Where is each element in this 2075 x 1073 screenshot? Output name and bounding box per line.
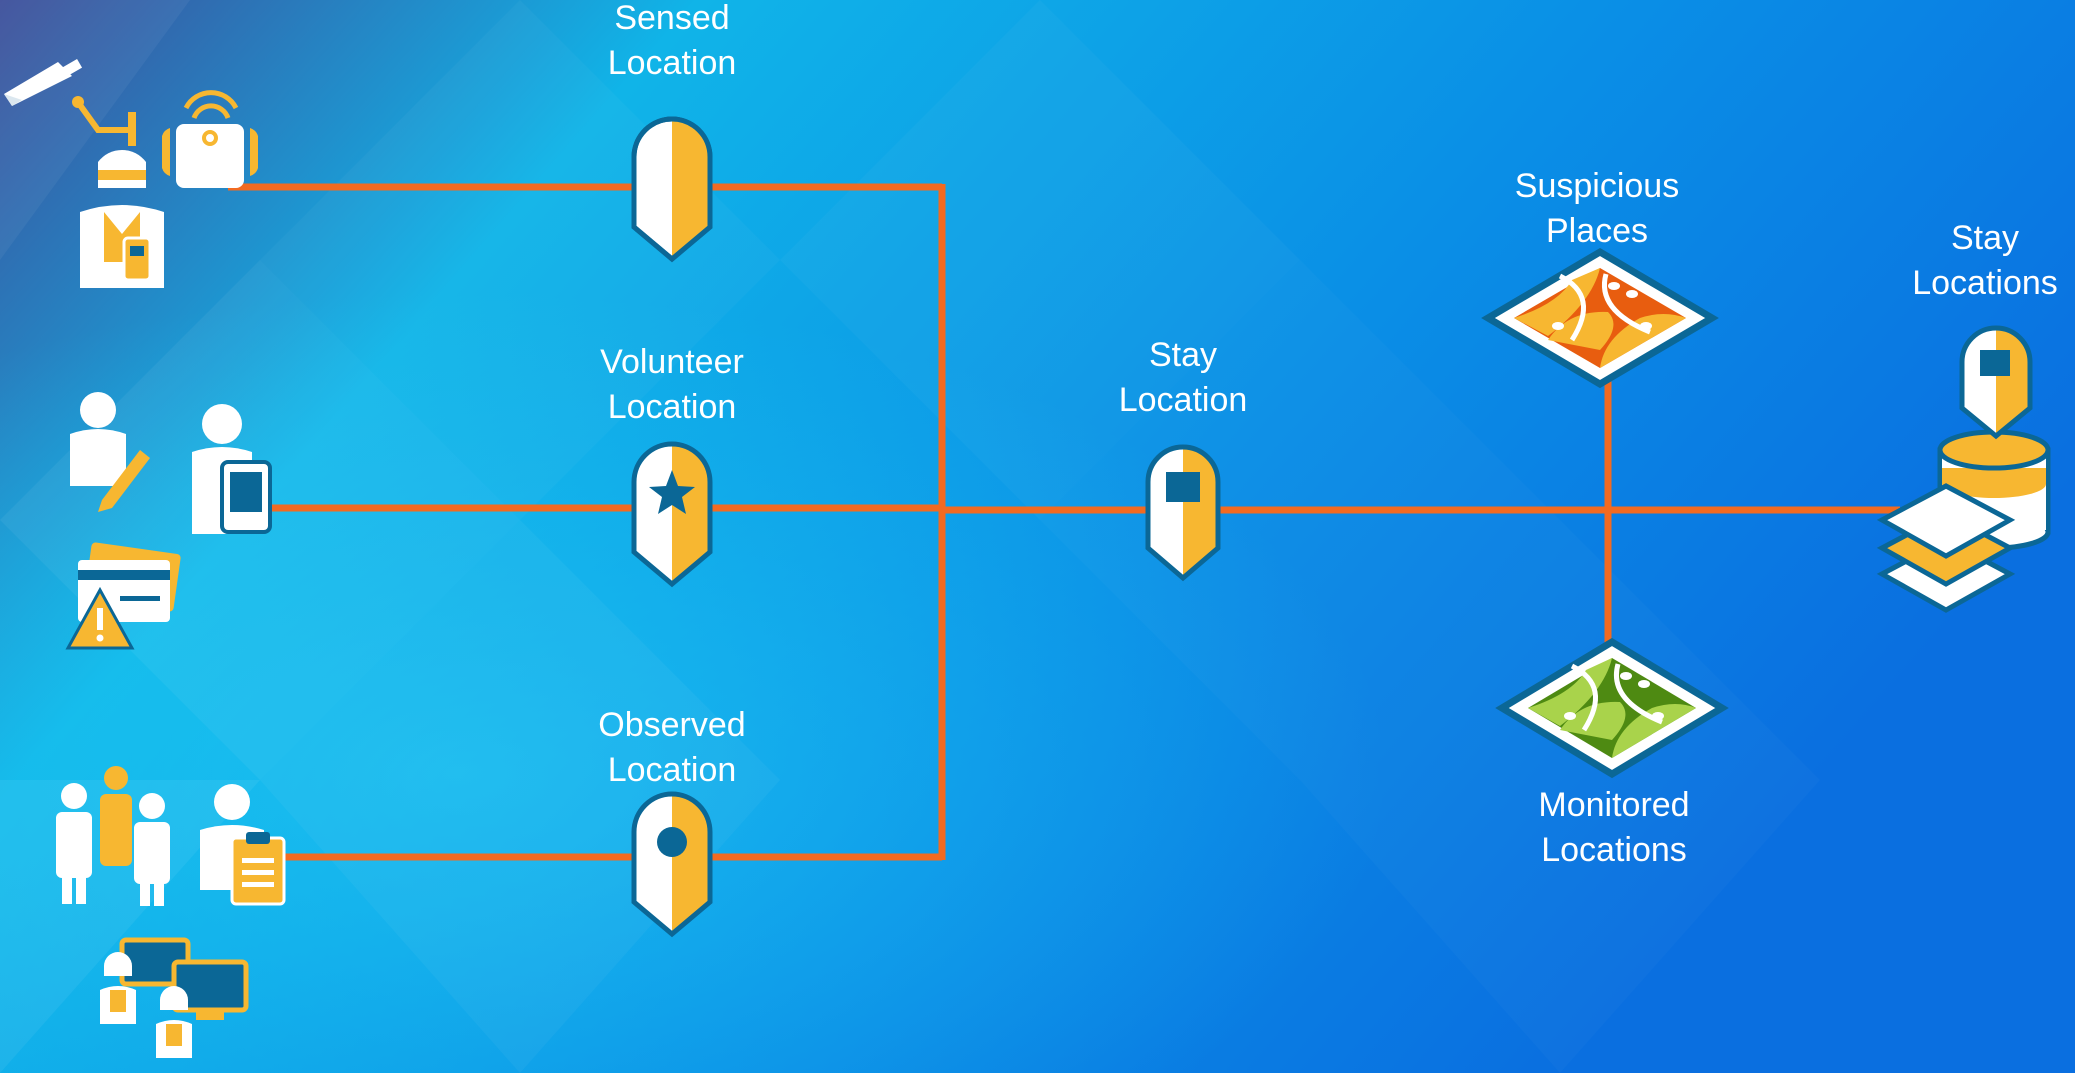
database-layers-icon[interactable]: [1876, 325, 2051, 613]
suspicious-places-label: Suspicious Places: [1514, 167, 1680, 250]
volunteer-location-pin[interactable]: [631, 441, 713, 588]
stay-location-label: Stay Location: [1118, 336, 1248, 419]
observed-location-label: Observed Location: [598, 706, 746, 789]
sensed-location-pin[interactable]: [631, 116, 713, 263]
sensed-location-label: Sensed Location: [607, 0, 737, 82]
person-writing-icon: [70, 392, 150, 512]
connector-lines: [228, 183, 1900, 861]
person-clipboard-icon: [200, 784, 286, 906]
monitored-locations-label: Monitored Locations: [1538, 786, 1690, 869]
stay-locations-label: Stay Locations: [1912, 219, 2058, 302]
stay-location-pin[interactable]: [1145, 444, 1221, 582]
crowd-icon: [56, 766, 170, 906]
operators-monitors-icon: [100, 937, 249, 1058]
security-camera-icon: [4, 58, 136, 146]
wifi-sensor-icon: [162, 90, 258, 188]
star-icon: [649, 470, 695, 514]
warning-card-icon: [65, 542, 181, 650]
observed-location-pin[interactable]: [631, 791, 713, 938]
volunteer-location-label: Volunteer Location: [600, 343, 744, 426]
square-icon: [1166, 472, 1200, 502]
suspicious-area-icon[interactable]: [1481, 247, 1719, 389]
dot-icon: [657, 827, 687, 857]
background-facets: [0, 0, 1820, 1073]
monitored-area-icon[interactable]: [1495, 637, 1729, 779]
field-officer-icon: [80, 150, 164, 288]
person-tablet-icon: [192, 404, 272, 534]
